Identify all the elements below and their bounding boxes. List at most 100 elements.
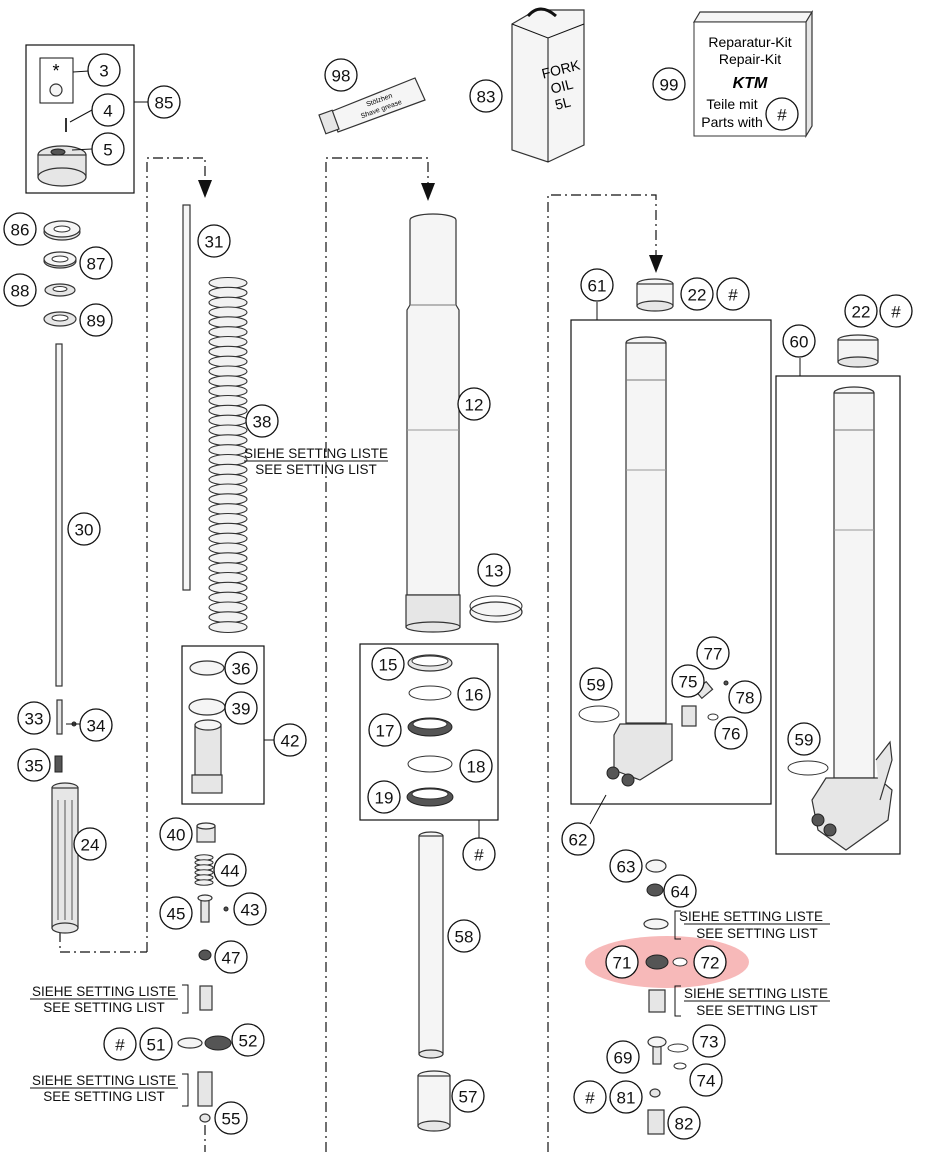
callout-circle (671, 664, 705, 698)
callout-number: 16 (465, 686, 484, 705)
callout-circle (663, 874, 697, 908)
callout-circle (17, 701, 51, 735)
callout-circle (580, 268, 614, 302)
cartridge-body (51, 782, 79, 934)
callout-number: # (891, 303, 901, 322)
callout-circle (451, 1079, 485, 1113)
svg-text:Repair-Kit: Repair-Kit (719, 51, 781, 67)
callout-circle (103, 1027, 137, 1061)
callout-number: 13 (485, 562, 504, 581)
callout-number: 85 (155, 94, 174, 113)
callout-circle (457, 677, 491, 711)
callout-circle (324, 58, 358, 92)
svg-text:Parts with: Parts with (701, 114, 762, 130)
callout-circle (579, 667, 613, 701)
callout-number: 35 (25, 757, 44, 776)
callout-circle (573, 1080, 607, 1114)
setting-note-left-1: SIEHE SETTING LISTE SEE SETTING LIST (30, 984, 213, 1015)
callout-number: 5 (103, 141, 112, 160)
callout-number: 42 (281, 732, 300, 751)
svg-text:SIEHE SETTING LISTE: SIEHE SETTING LISTE (32, 984, 176, 999)
damper-rod (55, 343, 63, 687)
callout-number: # (585, 1089, 595, 1108)
callout-circle (696, 636, 730, 670)
callout-circle (67, 512, 101, 546)
callout-circle (477, 553, 511, 587)
callout-number: 45 (167, 905, 186, 924)
callout-number: 36 (232, 660, 251, 679)
callout-number: 98 (332, 67, 351, 86)
callout-number: 55 (222, 1110, 241, 1129)
callout-number: 63 (617, 858, 636, 877)
callout-circle (233, 892, 267, 926)
callout-circle (368, 713, 402, 747)
svg-text:SEE SETTING LIST: SEE SETTING LIST (43, 1000, 165, 1015)
cap-assembly-box (25, 44, 150, 194)
callout-number: 71 (613, 954, 632, 973)
fork-oil-can: FORK OIL 5L (511, 7, 585, 163)
callout-circle (214, 1101, 248, 1135)
callout-circle (87, 53, 121, 87)
bushing-22b (837, 334, 879, 368)
setting-note-right-1: SIEHE SETTING LISTE SEE SETTING LIST (674, 909, 830, 941)
seal-parts-51-55 (177, 1035, 232, 1123)
callout-circle (197, 224, 231, 258)
callout-number: 52 (239, 1032, 258, 1051)
callout-circle (689, 1063, 723, 1097)
bushing-22a (636, 278, 674, 312)
callout-circle (147, 85, 181, 119)
callout-circle (680, 277, 714, 311)
callout-number: 22 (688, 286, 707, 305)
callout-number: 34 (87, 717, 106, 736)
callout-circle (462, 837, 496, 871)
callout-number: 39 (232, 700, 251, 719)
callout-circle (273, 723, 307, 757)
callout-number: 3 (99, 62, 108, 81)
callout-circle (447, 919, 481, 953)
callout-number: 64 (671, 883, 690, 902)
fork-spring (208, 276, 248, 634)
callout-number: 88 (11, 282, 30, 301)
callout-number: 40 (167, 826, 186, 845)
callout-number: 76 (722, 725, 741, 744)
callout-circle (459, 749, 493, 783)
callout-number: 17 (376, 722, 395, 741)
valve-parts-40-47 (194, 822, 229, 961)
callout-circle (224, 691, 258, 725)
washer-stack (43, 220, 81, 327)
callout-circle (879, 294, 913, 328)
callout-circle (224, 651, 258, 685)
callout-circle (91, 132, 125, 166)
svg-text:KTM: KTM (733, 75, 768, 92)
callout-circle (716, 277, 750, 311)
callout-circle (765, 97, 799, 131)
callout-number: 86 (11, 221, 30, 240)
callout-circle (367, 780, 401, 814)
callout-circle (652, 67, 686, 101)
callout-number: 69 (614, 1049, 633, 1068)
callout-number: 51 (147, 1036, 166, 1055)
callout-circle (79, 303, 113, 337)
small-parts-33-35 (54, 699, 80, 773)
callout-number: 81 (617, 1089, 636, 1108)
callout-number: # (474, 846, 484, 865)
callout-circle (787, 722, 821, 756)
svg-text:SIEHE SETTING LISTE: SIEHE SETTING LISTE (684, 986, 828, 1001)
svg-text:SEE SETTING LIST: SEE SETTING LIST (43, 1089, 165, 1104)
assembly-lines (59, 157, 663, 1152)
callout-circle (159, 817, 193, 851)
callout-circle (714, 716, 748, 750)
star-mark: * (52, 61, 59, 81)
callout-circle (3, 212, 37, 246)
callout-number: 38 (253, 413, 272, 432)
callout-number: 43 (241, 901, 260, 920)
callout-number: 57 (459, 1088, 478, 1107)
callout-circle (3, 273, 37, 307)
callout-circle (844, 294, 878, 328)
callout-number: 73 (700, 1033, 719, 1052)
callout-circle (73, 827, 107, 861)
callout-circle (605, 945, 639, 979)
setting-note-spring: SIEHE SETTING LISTE SEE SETTING LIST (244, 446, 388, 477)
